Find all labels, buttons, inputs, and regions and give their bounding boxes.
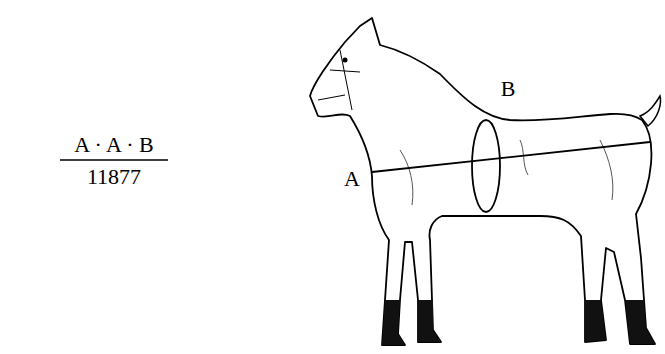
girth-ellipse — [472, 120, 500, 212]
horse-eye — [343, 58, 348, 63]
girth-label: B — [501, 78, 516, 100]
formula-denominator: 11877 — [87, 166, 141, 188]
fraction-bar — [60, 159, 168, 161]
length-label: A — [344, 168, 360, 190]
formula-numerator: A · A · B — [74, 134, 153, 156]
length-line — [372, 142, 650, 172]
horse-leg-shading — [382, 300, 655, 345]
horse-bridle — [318, 50, 360, 110]
horse-outline — [310, 18, 655, 345]
